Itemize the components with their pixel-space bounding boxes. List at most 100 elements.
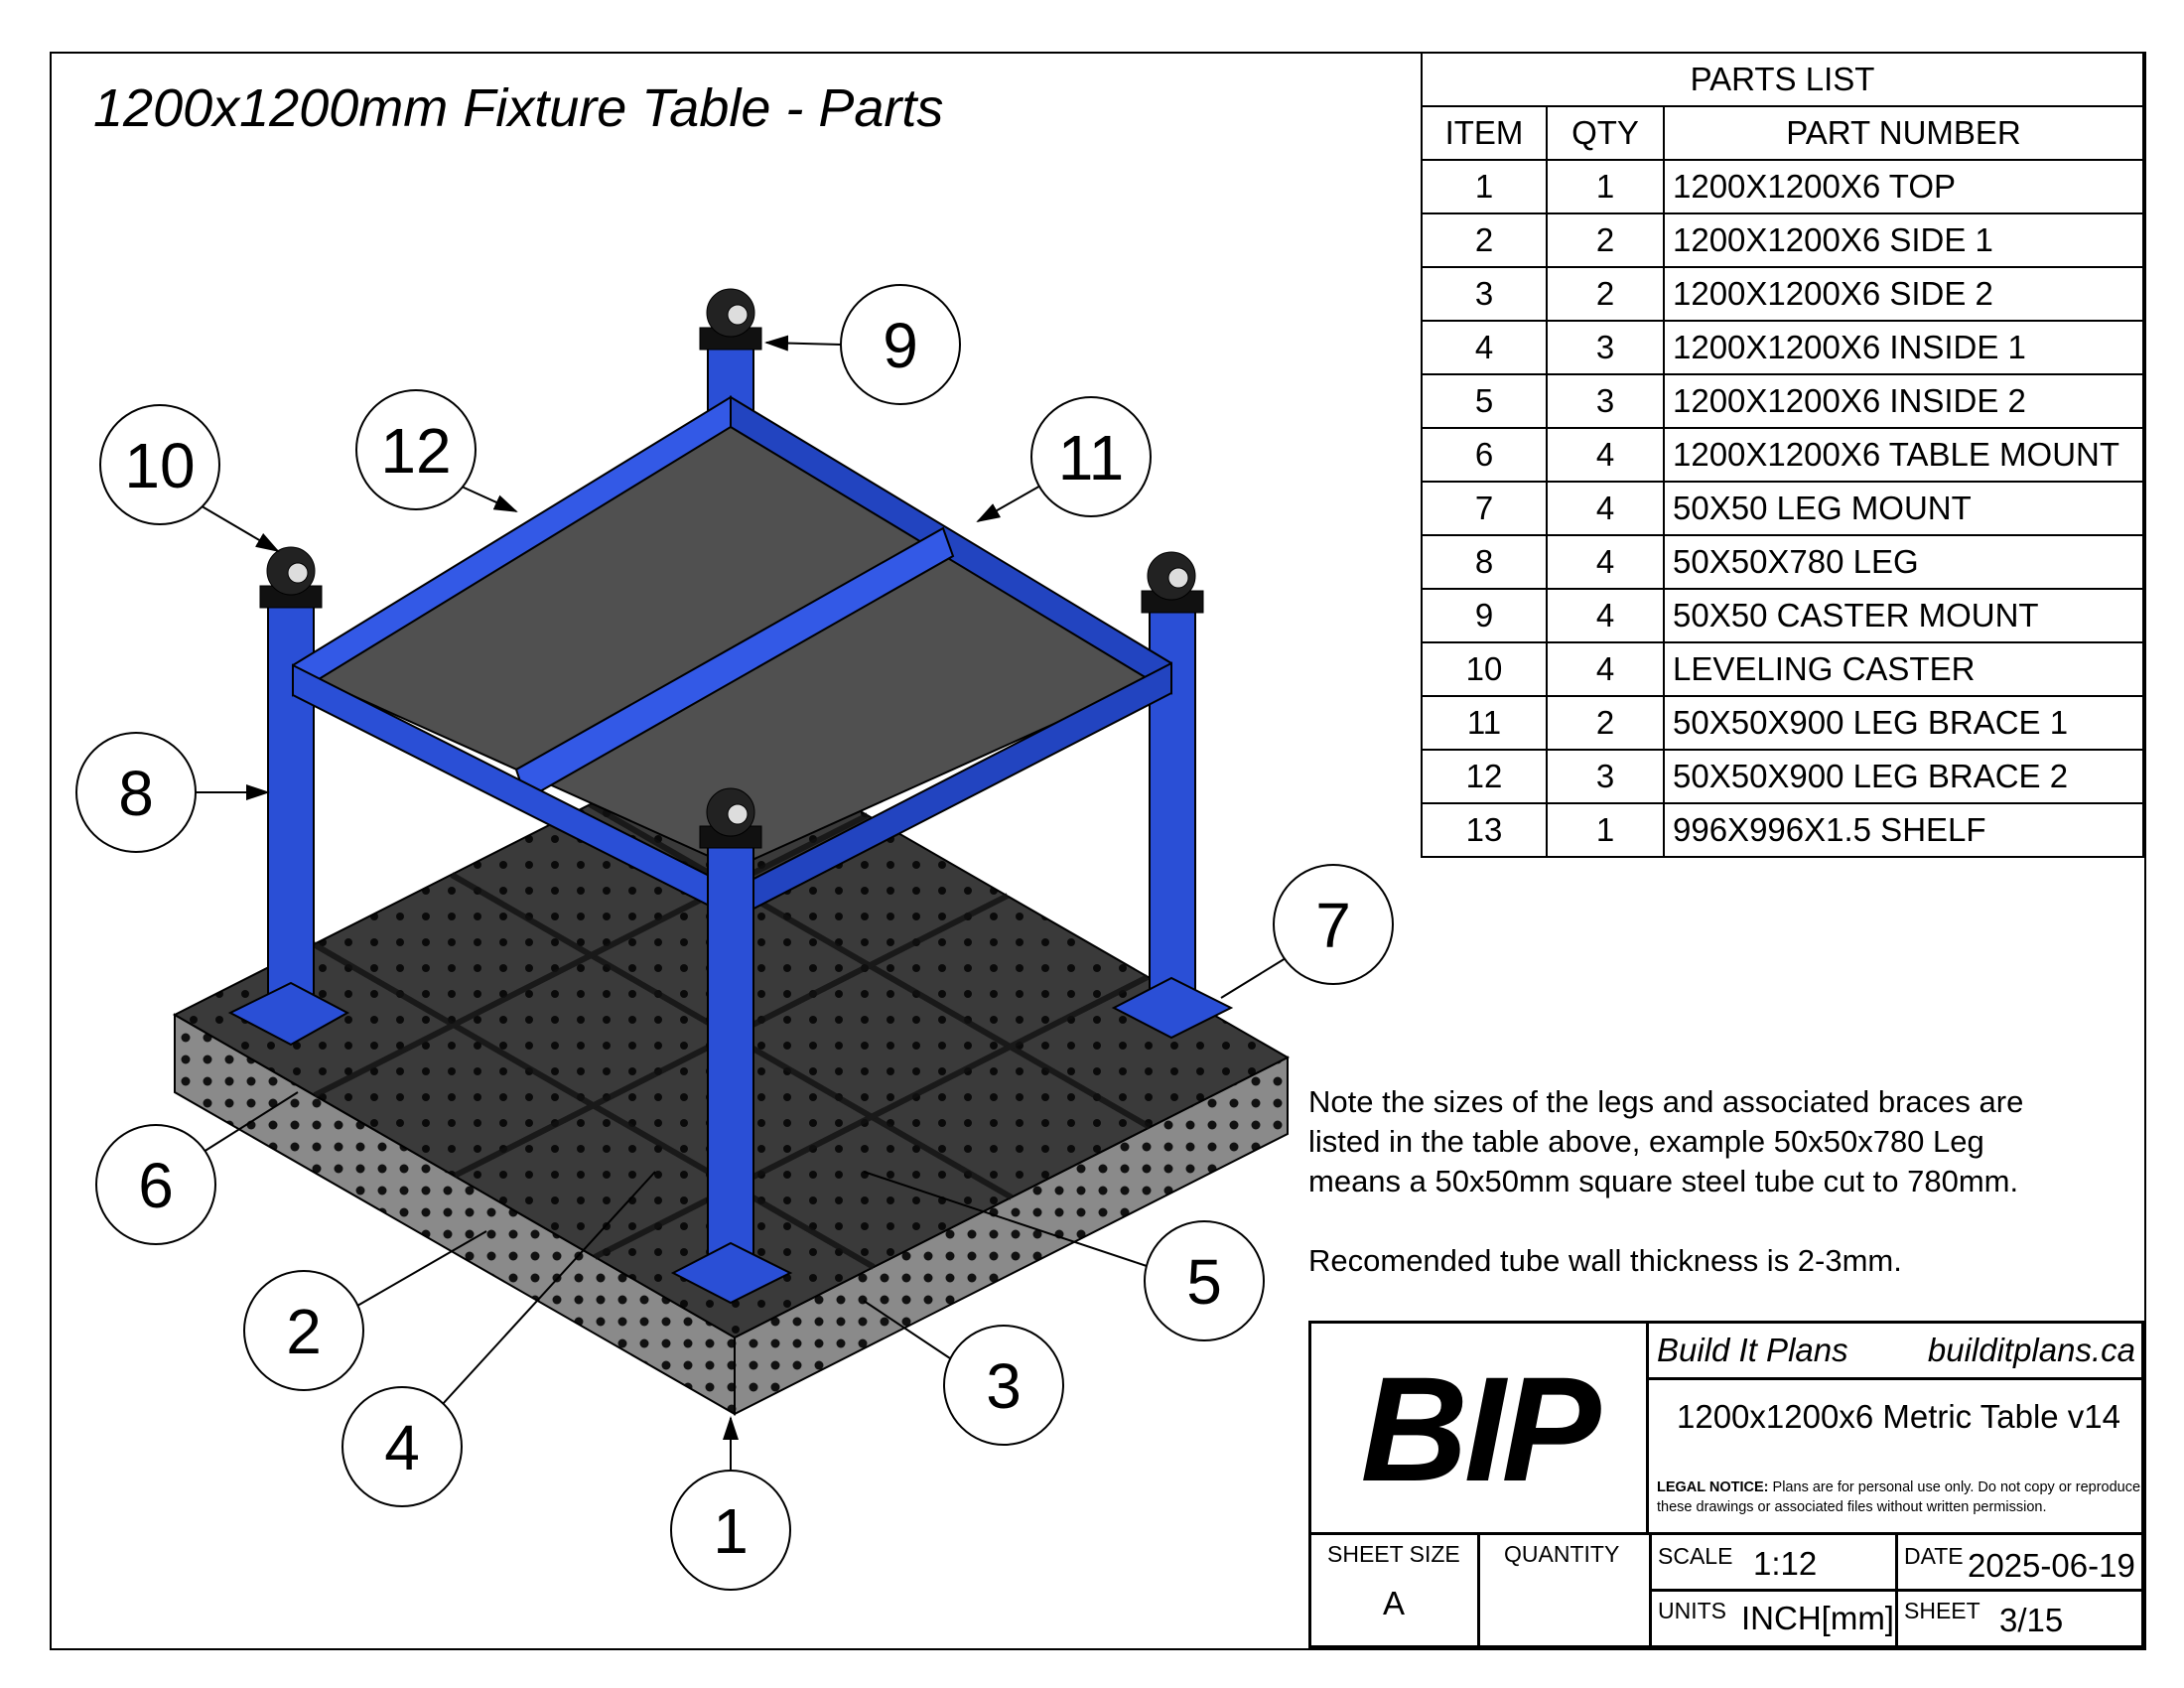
- qty-cell: 2: [1546, 695, 1665, 751]
- date-cell: DATE 2025-06-19: [1898, 1535, 2141, 1592]
- leader-lines: [196, 335, 1287, 1470]
- svg-text:10: 10: [124, 430, 195, 501]
- qty-cell: 4: [1546, 427, 1665, 483]
- balloon-4: 4: [341, 1386, 463, 1507]
- item-cell: 11: [1421, 695, 1548, 751]
- table-frame: [227, 347, 1234, 1305]
- svg-text:3: 3: [986, 1350, 1022, 1422]
- part-number-cell: 50X50 CASTER MOUNT: [1663, 588, 2144, 643]
- item-cell: 7: [1421, 481, 1548, 536]
- header-item: ITEM: [1421, 105, 1548, 161]
- part-number-cell: 996X996X1.5 SHELF: [1663, 802, 2144, 858]
- note-line: Note the sizes of the legs and associate…: [1308, 1084, 2024, 1119]
- part-number-cell: 50X50 LEG MOUNT: [1663, 481, 2144, 536]
- quantity-cell: QUANTITY: [1480, 1535, 1649, 1645]
- company-name: Build It Plans: [1657, 1332, 1848, 1368]
- qty-cell: 4: [1546, 588, 1665, 643]
- balloon-2: 2: [243, 1270, 364, 1391]
- qty-cell: 4: [1546, 481, 1665, 536]
- company-row: Build It Plans builditplans.ca: [1649, 1324, 2141, 1380]
- note-recommendation: Recomended tube wall thickness is 2-3mm.: [1308, 1243, 1902, 1278]
- svg-text:4: 4: [384, 1412, 420, 1483]
- sheet-cell: SHEET 3/15: [1898, 1592, 2141, 1645]
- balloon-1: 1: [670, 1470, 791, 1591]
- svg-text:1: 1: [713, 1495, 749, 1567]
- scale-cell: SCALE 1:12: [1649, 1535, 1898, 1592]
- item-cell: 10: [1421, 641, 1548, 697]
- units-label: UNITS: [1658, 1598, 1726, 1623]
- note-text: Note the sizes of the legs and associate…: [1308, 1082, 2023, 1281]
- balloon-11: 11: [1030, 396, 1152, 517]
- parts-list-title: PARTS LIST: [1421, 52, 2144, 107]
- part-number-cell: LEVELING CASTER: [1663, 641, 2144, 697]
- note-line: means a 50x50mm square steel tube cut to…: [1308, 1164, 2019, 1198]
- header-part-number: PART NUMBER: [1663, 105, 2144, 161]
- qty-cell: 2: [1546, 212, 1665, 268]
- header-qty: QTY: [1546, 105, 1665, 161]
- item-cell: 12: [1421, 749, 1548, 804]
- sheet-size-cell: SHEET SIZE A: [1311, 1535, 1480, 1645]
- leveling-casters: [259, 288, 1204, 849]
- qty-cell: 3: [1546, 749, 1665, 804]
- balloon-10: 10: [99, 404, 220, 525]
- date-value: 2025-06-19: [1968, 1547, 2135, 1584]
- qty-cell: 3: [1546, 373, 1665, 429]
- svg-text:5: 5: [1186, 1246, 1222, 1318]
- page-title: 1200x1200mm Fixture Table - Parts: [93, 78, 944, 138]
- sheet-value: 3/15: [1999, 1602, 2064, 1638]
- scale-label: SCALE: [1658, 1543, 1733, 1569]
- qty-cell: 2: [1546, 266, 1665, 322]
- title-block: BIP Build It Plans builditplans.ca 1200x…: [1308, 1321, 2144, 1648]
- balloon-9: 9: [840, 284, 961, 405]
- svg-text:6: 6: [138, 1150, 174, 1221]
- quantity-label: QUANTITY: [1504, 1541, 1620, 1567]
- drawing-border: [50, 52, 2146, 1650]
- balloon-5: 5: [1144, 1220, 1265, 1341]
- qty-cell: 3: [1546, 320, 1665, 375]
- item-cell: 6: [1421, 427, 1548, 483]
- drawing-title: 1200x1200x6 Metric Table v14: [1677, 1398, 2121, 1435]
- item-cell: 13: [1421, 802, 1548, 858]
- part-number-cell: 1200X1200X6 SIDE 2: [1663, 266, 2144, 322]
- units-value: INCH[mm]: [1741, 1600, 1894, 1636]
- qty-cell: 1: [1546, 159, 1665, 214]
- svg-text:12: 12: [380, 415, 451, 487]
- drawing-info: 1200x1200x6 Metric Table v14 LEGAL NOTIC…: [1649, 1380, 2141, 1535]
- svg-text:9: 9: [883, 310, 918, 381]
- part-number-cell: 1200X1200X6 TABLE MOUNT: [1663, 427, 2144, 483]
- scale-value: 1:12: [1753, 1545, 1818, 1582]
- part-number-cell: 1200X1200X6 SIDE 1: [1663, 212, 2144, 268]
- part-number-cell: 50X50X900 LEG BRACE 2: [1663, 749, 2144, 804]
- svg-text:2: 2: [286, 1296, 322, 1367]
- item-cell: 4: [1421, 320, 1548, 375]
- balloon-8: 8: [75, 732, 197, 853]
- part-number-cell: 1200X1200X6 INSIDE 2: [1663, 373, 2144, 429]
- qty-cell: 4: [1546, 641, 1665, 697]
- legal-notice: LEGAL NOTICE: Plans are for personal use…: [1657, 1479, 2141, 1515]
- item-cell: 2: [1421, 212, 1548, 268]
- sheet-size-label: SHEET SIZE: [1327, 1541, 1460, 1567]
- part-number-cell: 1200X1200X6 INSIDE 1: [1663, 320, 2144, 375]
- part-number-cell: 50X50X900 LEG BRACE 1: [1663, 695, 2144, 751]
- date-label: DATE: [1904, 1543, 1964, 1569]
- part-number-cell: 50X50X780 LEG: [1663, 534, 2144, 590]
- svg-text:11: 11: [1058, 422, 1124, 493]
- item-cell: 8: [1421, 534, 1548, 590]
- website: builditplans.ca: [1927, 1332, 2135, 1368]
- sheet-size-value: A: [1383, 1585, 1406, 1621]
- note-line: listed in the table above, example 50x50…: [1308, 1124, 1984, 1159]
